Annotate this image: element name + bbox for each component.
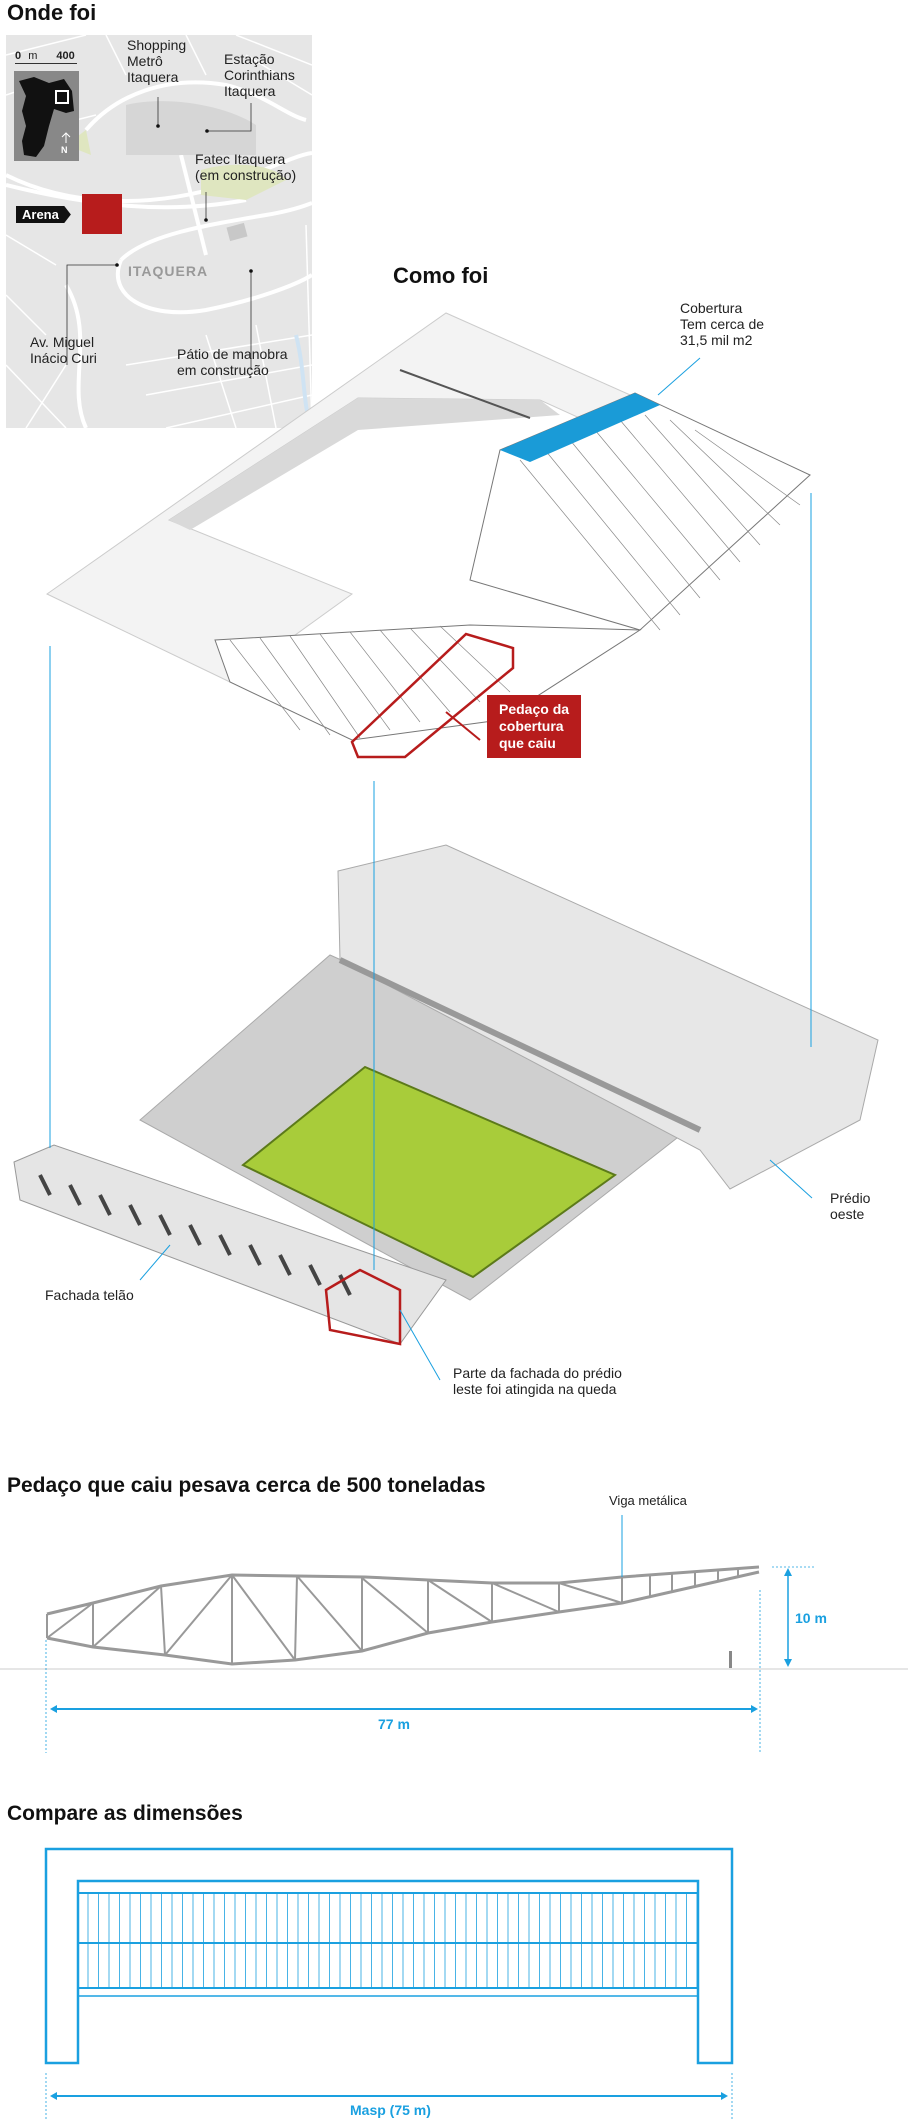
label-itaquera: ITAQUERA (128, 263, 209, 279)
sao-paulo-silhouette (19, 77, 74, 157)
masp-diagram (44, 1847, 734, 2119)
label-avenida: Av. Miguel Inácio Curi (30, 334, 97, 366)
scale-unit: m (28, 50, 38, 62)
label-viga-metalica: Viga metálica (609, 1493, 687, 1508)
arena-marker (82, 194, 122, 234)
length-dimension: 77 m (378, 1716, 410, 1732)
leader-lines (49, 357, 813, 1381)
label-predio-oeste: Prédio oeste (830, 1190, 871, 1222)
scale-max: 400 (56, 50, 75, 62)
where-title: Onde foi (7, 0, 97, 25)
label-cobertura: Cobertura Tem cerca de 31,5 mil m2 (680, 300, 765, 348)
map-scale: 0 m 400 (15, 50, 75, 62)
weight-title: Pedaço que caiu pesava cerca de 500 tone… (7, 1474, 486, 1497)
arena-tag: Arena (16, 206, 71, 223)
label-estacao: Estação Corinthians Itaquera (224, 51, 295, 99)
north-indicator: N (61, 145, 68, 155)
label-shopping: Shopping Metrô Itaquera (127, 37, 187, 85)
scale-zero: 0 (15, 50, 22, 62)
masp-dimension: Masp (75 m) (350, 2102, 431, 2118)
scale-bar (15, 63, 77, 64)
label-patio: Pátio de manobra em construção (177, 346, 288, 378)
height-dimension: 10 m (795, 1610, 827, 1626)
stadium-illustration (13, 312, 879, 1381)
label-fallen-piece: Pedaço da cobertura que caiu (487, 695, 582, 758)
roof-structure (46, 312, 812, 759)
label-fatec: Fatec Itaquera (em construção) (195, 151, 297, 183)
label-fachada-telao: Fachada telão (45, 1287, 134, 1303)
how-title: Como foi (393, 263, 489, 288)
label-fachada-leste: Parte da fachada do prédio leste foi ati… (453, 1365, 622, 1397)
person-scale-icon (729, 1651, 732, 1668)
compare-title: Compare as dimensões (7, 1802, 243, 1825)
stadium-body (13, 844, 879, 1346)
inset-map: N (14, 71, 79, 161)
truss-beam (46, 1565, 760, 1666)
